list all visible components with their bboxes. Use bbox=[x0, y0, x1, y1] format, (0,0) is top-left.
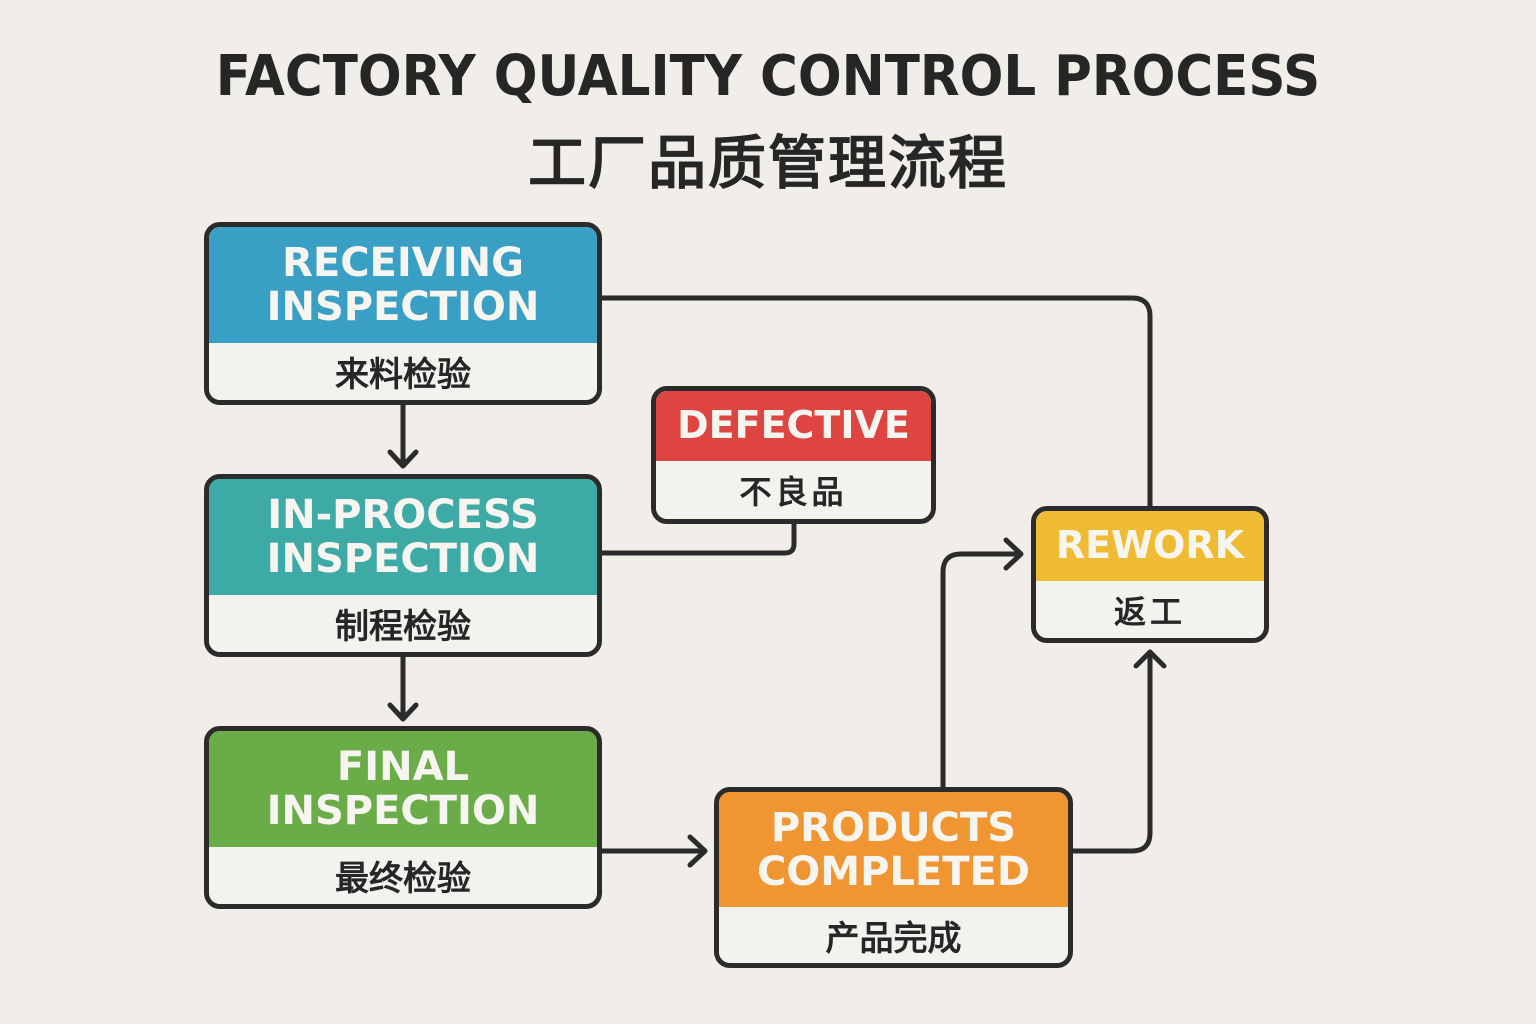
edge-receiving-rework bbox=[597, 295, 1153, 513]
node-receiving-inspection[interactable]: RECEIVING INSPECTION 来料检验 bbox=[204, 222, 602, 405]
node-in-process-line2: INSPECTION bbox=[266, 536, 540, 582]
node-final-inspection[interactable]: FINAL INSPECTION 最终检验 bbox=[204, 726, 602, 909]
node-receiving-line1: RECEIVING bbox=[282, 240, 524, 286]
node-final-line2: INSPECTION bbox=[266, 788, 540, 834]
edge-completed-rework-right bbox=[1067, 649, 1153, 854]
node-in-process-line1: IN-PROCESS bbox=[267, 492, 539, 538]
node-receiving-chinese: 来料检验 bbox=[209, 343, 597, 400]
node-products-completed[interactable]: PRODUCTS COMPLETED 产品完成 bbox=[714, 787, 1073, 968]
arrowhead-completed-rework-right bbox=[1133, 649, 1167, 669]
arrowhead-inprocess-final bbox=[387, 702, 419, 722]
node-rework-header: REWORK bbox=[1036, 511, 1264, 581]
node-receiving-line2: INSPECTION bbox=[266, 284, 540, 330]
node-defective-chinese: 不良品 bbox=[656, 461, 931, 519]
node-final-header: FINAL INSPECTION bbox=[209, 731, 597, 847]
node-completed-header: PRODUCTS COMPLETED bbox=[719, 792, 1068, 907]
node-in-process-inspection[interactable]: IN-PROCESS INSPECTION 制程检验 bbox=[204, 474, 602, 657]
node-defective-line1: DEFECTIVE bbox=[677, 403, 910, 448]
node-in-process-header: IN-PROCESS INSPECTION bbox=[209, 479, 597, 595]
edge-completed-rework-left bbox=[940, 551, 1023, 793]
node-rework-chinese: 返工 bbox=[1036, 581, 1264, 638]
node-defective[interactable]: DEFECTIVE 不良品 bbox=[651, 386, 936, 524]
node-in-process-chinese: 制程检验 bbox=[209, 595, 597, 652]
arrowhead-completed-rework-left bbox=[1003, 537, 1024, 571]
node-final-line1: FINAL bbox=[336, 744, 470, 790]
title-english: FACTORY QUALITY CONTROL PROCESS bbox=[215, 44, 1321, 109]
node-defective-header: DEFECTIVE bbox=[656, 391, 931, 461]
node-rework-line1: REWORK bbox=[1055, 523, 1245, 568]
node-completed-line1: PRODUCTS bbox=[770, 804, 1017, 851]
arrowhead-final-completed bbox=[687, 834, 708, 868]
node-completed-line2: COMPLETED bbox=[756, 848, 1031, 895]
title-chinese: 工厂品质管理流程 bbox=[527, 129, 1008, 197]
node-rework[interactable]: REWORK 返工 bbox=[1031, 506, 1269, 643]
node-receiving-header: RECEIVING INSPECTION bbox=[209, 227, 597, 343]
edge-inprocess-defective bbox=[597, 517, 797, 556]
arrowhead-receiving-inprocess bbox=[387, 449, 419, 469]
node-final-chinese: 最终检验 bbox=[209, 847, 597, 904]
node-completed-chinese: 产品完成 bbox=[719, 907, 1068, 963]
